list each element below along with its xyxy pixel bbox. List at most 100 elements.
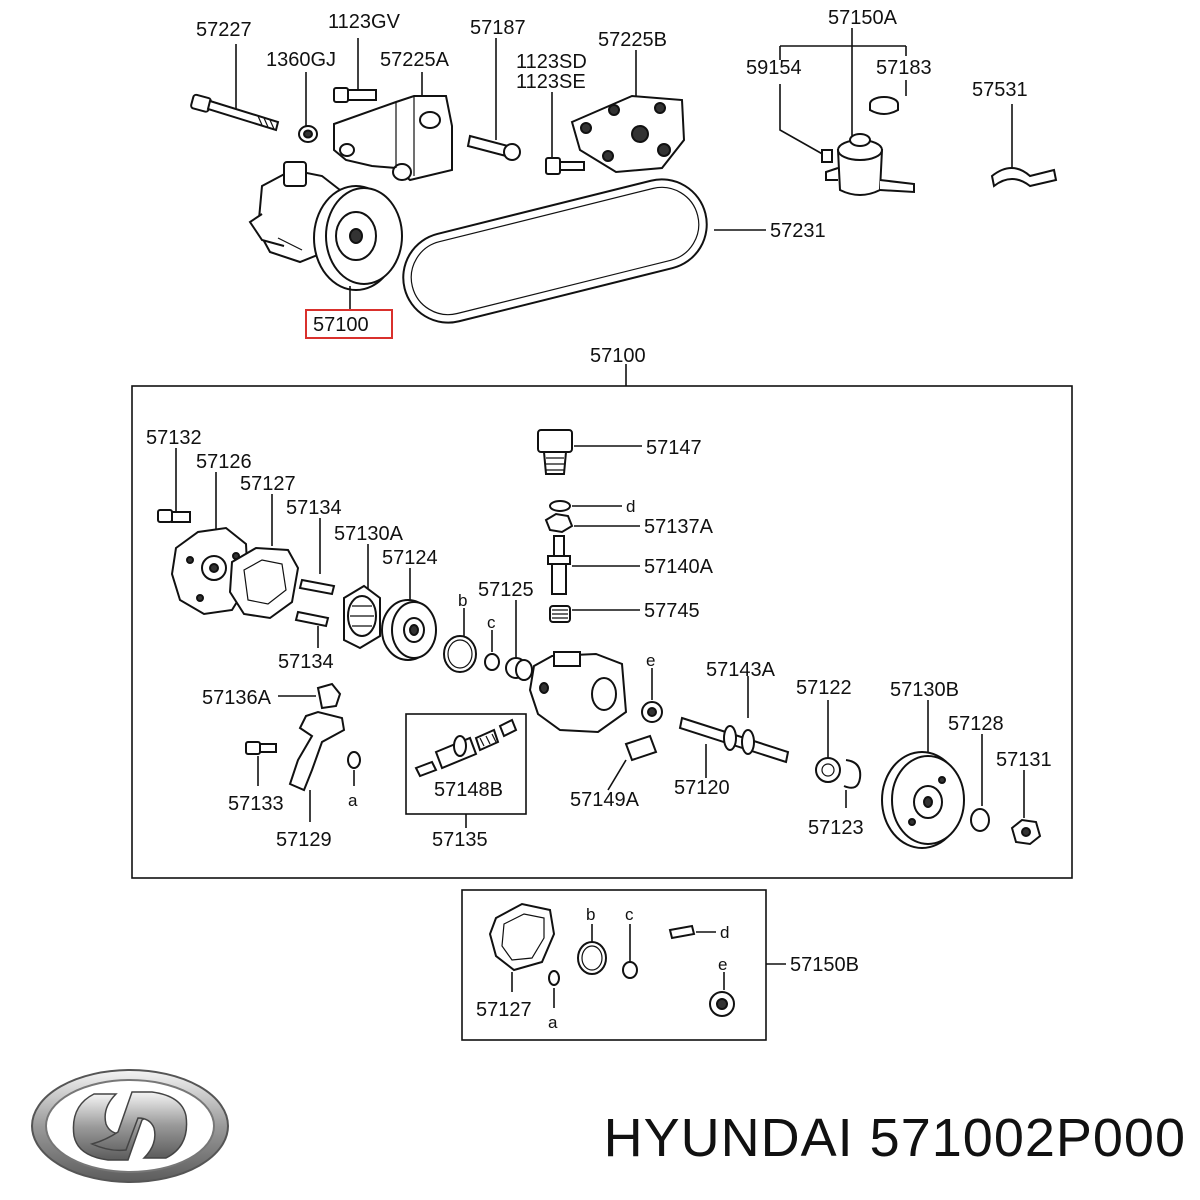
flow-valve-57148B[interactable] — [414, 718, 518, 778]
washer-1360GJ[interactable] — [298, 72, 318, 143]
kit-o-ring-a[interactable] — [548, 970, 560, 1008]
label-57147: 57147 — [646, 437, 702, 459]
kit-seal-e[interactable] — [709, 972, 735, 1017]
bolt-1123SD-SE[interactable] — [545, 92, 585, 175]
label-kit-b: b — [586, 905, 595, 924]
label-57137A: 57137A — [644, 516, 714, 538]
belt-57231[interactable] — [394, 170, 766, 332]
label-57135: 57135 — [432, 829, 488, 851]
label-57745: 57745 — [644, 600, 700, 622]
label-57131: 57131 — [996, 749, 1052, 771]
shaft-57143A[interactable] — [678, 676, 790, 764]
label-57231: 57231 — [770, 220, 826, 242]
kit-gasket-57127[interactable] — [488, 902, 556, 992]
pump-assembly-57100[interactable] — [248, 161, 403, 310]
label-1123SD: 1123SD — [516, 51, 587, 73]
label-57187: 57187 — [470, 17, 526, 39]
pin-57134-bottom[interactable] — [294, 610, 330, 648]
label-59154: 59154 — [746, 57, 802, 79]
bolt-1123GV[interactable] — [333, 38, 377, 103]
o-ring-a[interactable] — [347, 751, 361, 786]
bolt-57227[interactable] — [190, 44, 280, 132]
bolt-57132[interactable] — [157, 448, 191, 523]
pulley-57130B[interactable] — [881, 700, 965, 849]
label-57127: 57127 — [240, 473, 296, 495]
hose-57531[interactable] — [990, 104, 1058, 188]
bearing-57122[interactable] — [815, 700, 841, 783]
label-57130B: 57130B — [890, 679, 959, 701]
label-57140A: 57140A — [644, 556, 714, 578]
label-c: c — [487, 613, 496, 632]
label-57531: 57531 — [972, 79, 1028, 101]
label-57149A: 57149A — [570, 789, 640, 811]
nut-57137A[interactable] — [544, 512, 640, 534]
cam-ring-57130A[interactable] — [343, 544, 381, 650]
label-57130A: 57130A — [334, 523, 404, 545]
label-57129: 57129 — [276, 829, 332, 851]
label-1360GJ: 1360GJ — [266, 49, 336, 71]
spring-57745[interactable] — [549, 605, 640, 623]
label-57143A: 57143A — [706, 659, 776, 681]
bracket-57225A[interactable] — [333, 72, 453, 182]
bolt-57187[interactable] — [466, 38, 521, 161]
assembly-box — [131, 385, 1073, 879]
hyundai-logo-icon — [31, 1069, 229, 1183]
label-57122: 57122 — [796, 677, 852, 699]
assembly-title-57100: 57100 — [590, 345, 646, 367]
label-57150B: 57150B — [790, 954, 859, 976]
label-kit-57127: 57127 — [476, 999, 532, 1021]
valve-57140A[interactable] — [547, 535, 640, 595]
bolt-57133[interactable] — [245, 741, 277, 786]
plate-57225B[interactable] — [570, 50, 686, 174]
label-1123GV: 1123GV — [328, 11, 401, 33]
bushing-57125[interactable] — [505, 600, 533, 681]
clamp-59154[interactable] — [779, 84, 833, 163]
kit-seal-d[interactable] — [668, 924, 716, 940]
reservoir-57150A[interactable] — [779, 28, 915, 196]
brand-caption: HYUNDAI 571002P000 — [603, 1108, 1186, 1168]
label-e: e — [646, 651, 655, 670]
seal-c[interactable] — [484, 630, 500, 671]
label-57183: 57183 — [876, 57, 932, 79]
label-d: d — [626, 497, 635, 516]
label-57225A: 57225A — [380, 49, 450, 71]
snap-ring-57123[interactable] — [843, 759, 862, 808]
label-57128: 57128 — [948, 713, 1004, 735]
tube-57129[interactable] — [288, 710, 346, 822]
label-57123: 57123 — [808, 817, 864, 839]
label-a: a — [348, 791, 358, 810]
label-57120: 57120 — [674, 777, 730, 799]
label-1123SE: 1123SE — [516, 71, 586, 93]
kit-o-ring-b[interactable] — [577, 924, 607, 975]
gasket-57127[interactable] — [228, 494, 300, 620]
label-57150A: 57150A — [828, 7, 898, 29]
o-ring-b[interactable] — [443, 608, 477, 673]
nut-57131[interactable] — [1010, 770, 1042, 846]
cap-57183[interactable] — [869, 80, 907, 115]
seal-d[interactable] — [549, 500, 622, 512]
kit-seal-c[interactable] — [622, 924, 638, 979]
pin-57134-top[interactable] — [298, 518, 336, 596]
label-57125: 57125 — [478, 579, 534, 601]
bushing-57149A[interactable] — [607, 734, 658, 791]
fitting-57136A[interactable] — [278, 682, 342, 710]
washer-57128[interactable] — [970, 734, 990, 832]
label-57227: 57227 — [196, 19, 252, 41]
seal-e[interactable] — [641, 668, 663, 723]
rotor-57124[interactable] — [381, 568, 437, 661]
kit-box-57150B — [461, 889, 767, 1041]
label-57134-bottom: 57134 — [278, 651, 334, 673]
label-57126: 57126 — [196, 451, 252, 473]
label-57124: 57124 — [382, 547, 438, 569]
label-kit-a: a — [548, 1013, 558, 1032]
label-kit-d: d — [720, 923, 729, 942]
label-57225B: 57225B — [598, 29, 667, 51]
label-57134-top: 57134 — [286, 497, 342, 519]
label-57136A: 57136A — [202, 687, 272, 709]
label-57100-highlight[interactable]: 57100 — [313, 314, 369, 336]
label-kit-c: c — [625, 905, 634, 924]
label-57148B: 57148B — [434, 779, 503, 801]
fitting-57147[interactable] — [537, 429, 642, 475]
pump-body[interactable] — [528, 651, 628, 734]
